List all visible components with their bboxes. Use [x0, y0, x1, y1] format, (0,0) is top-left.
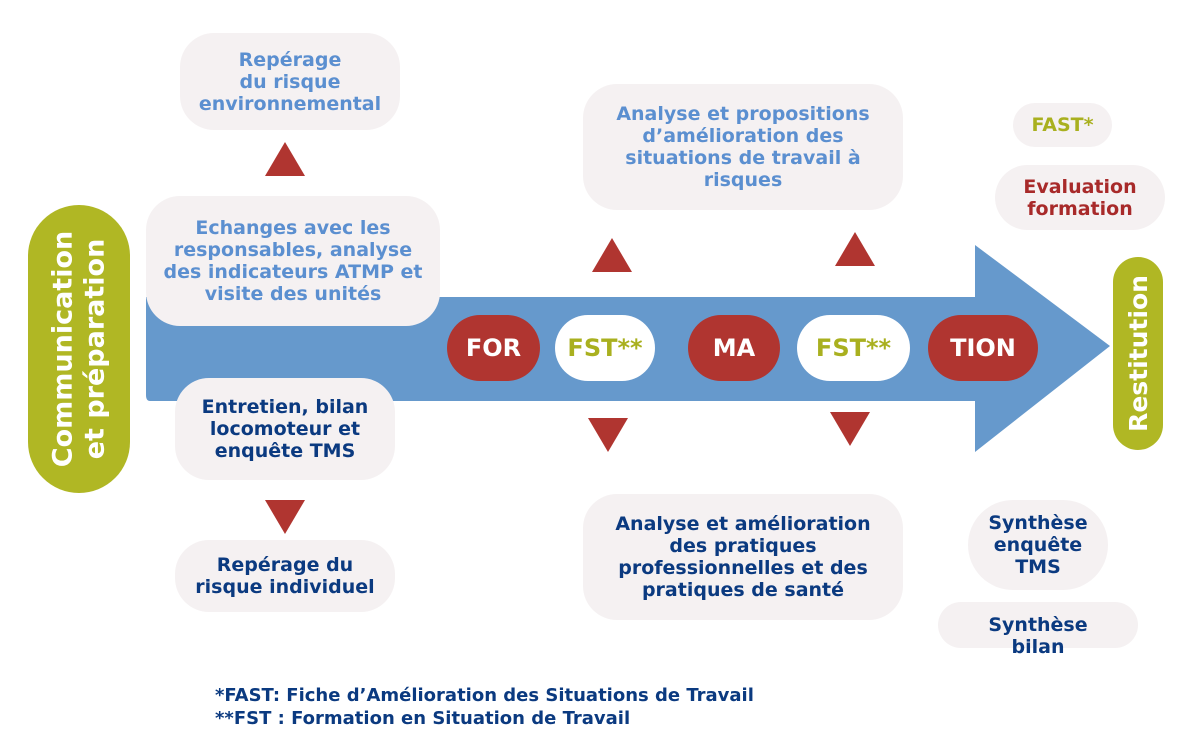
- synth-tms-box: Synthèse enquête TMS: [968, 500, 1108, 590]
- step-fst-1: FST**: [555, 315, 655, 381]
- step-for: FOR: [447, 315, 540, 381]
- indiv-risk-text: Repérage du risque individuel: [195, 554, 375, 598]
- arrow-down-icon: [588, 418, 628, 452]
- env-risk-text: Repérage du risque environnemental: [198, 48, 382, 115]
- step-label: FOR: [465, 334, 522, 362]
- left-pill-label: Communication et préparation: [47, 230, 110, 468]
- analysis-bottom-box: Analyse et amélioration des pratiques pr…: [583, 494, 903, 620]
- fast-text: FAST*: [1031, 114, 1094, 136]
- legend-footnotes: *FAST: Fiche d’Amélioration des Situatio…: [215, 684, 754, 730]
- arrow-up-icon: [592, 238, 632, 272]
- footnote-fast: *FAST: Fiche d’Amélioration des Situatio…: [215, 685, 754, 706]
- step-label: MA: [712, 334, 756, 362]
- step-tion: TION: [928, 315, 1038, 381]
- indiv-risk-box: Repérage du risque individuel: [175, 540, 395, 612]
- step-ma: MA: [688, 315, 780, 381]
- arrow-down-icon: [830, 412, 870, 446]
- arrow-up-icon: [835, 232, 875, 266]
- right-pill-label: Restitution: [1123, 275, 1153, 432]
- step-label: TION: [950, 334, 1016, 362]
- step-label: FST**: [567, 334, 643, 362]
- exchanges-text: Echanges avec les responsables, analyse …: [163, 217, 423, 305]
- step-label: FST**: [815, 334, 892, 362]
- evaluation-text: Evaluation formation: [1023, 175, 1137, 220]
- arrow-down-icon: [265, 500, 305, 534]
- interview-text: Entretien, bilan locomoteur et enquête T…: [201, 396, 369, 462]
- exchanges-box: Echanges avec les responsables, analyse …: [146, 196, 440, 326]
- env-risk-box: Repérage du risque environnemental: [180, 33, 400, 130]
- analysis-bottom-text: Analyse et amélioration des pratiques pr…: [615, 513, 871, 601]
- fast-box: FAST*: [1013, 103, 1112, 147]
- step-fst-2: FST**: [797, 315, 910, 381]
- synth-bilan-text: Synthèse bilan: [988, 614, 1088, 658]
- synth-bilan-box: Synthèse bilan: [938, 602, 1138, 658]
- restitution-pill: Restitution: [1113, 257, 1163, 450]
- arrow-up-icon: [265, 142, 305, 176]
- footnote-fst: **FST : Formation en Situation de Travai…: [215, 708, 631, 729]
- evaluation-box: Evaluation formation: [995, 165, 1165, 230]
- communication-preparation-pill: Communication et préparation: [28, 205, 130, 493]
- synth-tms-text: Synthèse enquête TMS: [988, 512, 1088, 578]
- interview-box: Entretien, bilan locomoteur et enquête T…: [175, 378, 395, 480]
- analysis-top-text: Analyse et propositions d’amélioration d…: [616, 103, 870, 191]
- analysis-top-box: Analyse et propositions d’amélioration d…: [583, 84, 903, 210]
